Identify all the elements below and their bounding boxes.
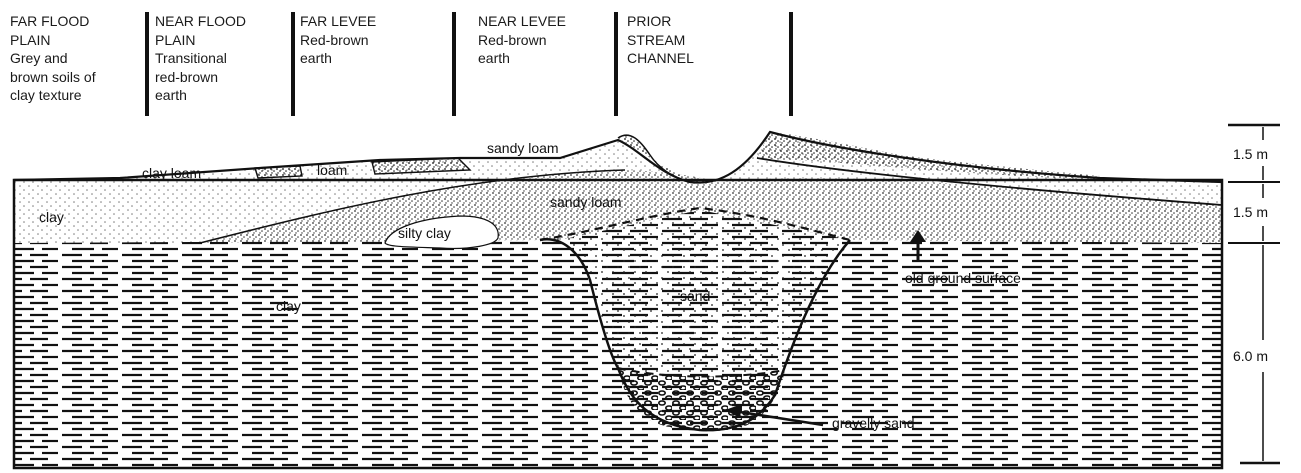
label-sandy-loam-top: sandy loam (487, 140, 559, 156)
label-silty-clay: silty clay (398, 225, 451, 241)
scale-label-middle: 1.5 m (1233, 204, 1268, 220)
scale-label-lower: 6.0 m (1233, 348, 1268, 364)
zone-divider-2 (291, 12, 295, 116)
label-clay-lower: clay (276, 298, 301, 314)
loam-patch-1 (255, 166, 302, 178)
label-loam: loam (317, 162, 347, 178)
label-sand: sand (680, 288, 710, 304)
scale-label-upper: 1.5 m (1233, 146, 1268, 162)
label-old-ground-surface: old ground surface (905, 270, 1021, 286)
zone-divider-4 (614, 12, 618, 116)
label-clay-upper: clay (39, 209, 64, 225)
zone-divider-3 (452, 12, 456, 116)
zone-divider-1 (145, 12, 149, 116)
label-sandy-loam-mid: sandy loam (550, 194, 622, 210)
label-gravelly-sand: gravelly sand (832, 415, 915, 431)
zone-divider-5 (789, 12, 793, 116)
label-clay-loam: clay loam (142, 165, 201, 181)
